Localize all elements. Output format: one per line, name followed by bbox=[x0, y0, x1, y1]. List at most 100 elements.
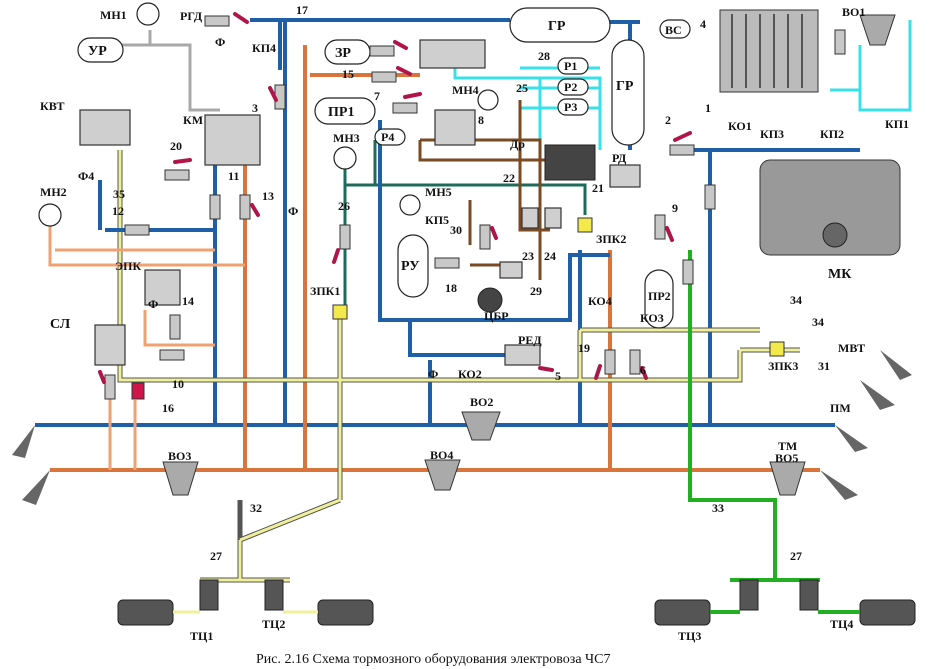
label: 16 bbox=[162, 401, 174, 415]
label: Ф bbox=[215, 35, 225, 49]
label: РГД bbox=[180, 9, 203, 23]
label: 27 bbox=[210, 549, 222, 563]
rd-pressure-regulator bbox=[609, 164, 641, 188]
label: КП3 bbox=[760, 127, 784, 141]
drain-tanks bbox=[162, 14, 896, 496]
label: 12 bbox=[112, 204, 124, 218]
driver-valve-kvt[interactable] bbox=[79, 109, 131, 146]
zpk3-valve bbox=[769, 341, 785, 357]
label: ТЦ2 bbox=[262, 617, 285, 631]
label: МК bbox=[828, 267, 852, 282]
device-zr-valve bbox=[419, 39, 486, 69]
device-8 bbox=[434, 109, 476, 146]
label: МН3 bbox=[333, 131, 360, 145]
label: 17 bbox=[296, 3, 308, 17]
gauge-mn5-icon bbox=[399, 194, 421, 216]
main-reservoir-vertical bbox=[611, 39, 645, 146]
label: ЗПК3 bbox=[768, 359, 798, 373]
red-reducer bbox=[504, 344, 541, 366]
cooler-fins bbox=[731, 14, 803, 88]
label: ЦБР bbox=[484, 309, 509, 323]
label: ТЦ1 bbox=[190, 629, 213, 643]
label: КП2 bbox=[820, 127, 844, 141]
label: 25 bbox=[516, 81, 528, 95]
epk-valve[interactable] bbox=[144, 269, 181, 306]
label: 30 bbox=[450, 223, 462, 237]
pipe-brown bbox=[418, 100, 560, 280]
label: РЕД bbox=[518, 333, 542, 347]
label: ЗР bbox=[335, 46, 351, 61]
label: ТЦ4 bbox=[830, 617, 853, 631]
label: Др bbox=[510, 137, 525, 151]
label: 32 bbox=[250, 501, 262, 515]
label: МН4 bbox=[452, 83, 479, 97]
label: 26 bbox=[338, 199, 350, 213]
cbr-reservoir bbox=[477, 287, 503, 313]
label: 27 bbox=[790, 549, 802, 563]
device-23 bbox=[521, 207, 539, 229]
label: ЭПК bbox=[115, 259, 141, 273]
brake-cylinders bbox=[117, 579, 916, 626]
zpk2-valve bbox=[577, 217, 593, 233]
label: 33 bbox=[712, 501, 724, 515]
cocks[interactable] bbox=[98, 12, 846, 400]
compressor-wheel bbox=[822, 222, 848, 248]
label: 9 bbox=[672, 201, 678, 215]
gauge-mn3-icon bbox=[333, 146, 357, 170]
pipe-ur bbox=[120, 30, 220, 112]
label: Р3 bbox=[564, 100, 577, 114]
label: Ф bbox=[148, 297, 158, 311]
gauge-mn1-icon bbox=[136, 2, 160, 26]
label: СЛ bbox=[50, 317, 71, 332]
label: 31 bbox=[818, 359, 830, 373]
gauge-mn2-icon bbox=[38, 203, 62, 227]
gauge-mn4-icon bbox=[477, 89, 499, 111]
label: ВО1 bbox=[842, 5, 865, 19]
label: 3 bbox=[252, 101, 258, 115]
label: 29 bbox=[530, 284, 542, 298]
label: ЗПК1 bbox=[310, 284, 340, 298]
label: КО2 bbox=[458, 367, 482, 381]
label: УР bbox=[88, 44, 107, 59]
reservoir-pr1 bbox=[314, 97, 376, 125]
reservoir-vs bbox=[659, 19, 691, 39]
label: КВТ bbox=[40, 99, 65, 113]
radiator-cooler bbox=[719, 9, 819, 93]
label: Ф bbox=[428, 367, 438, 381]
label: Ф bbox=[288, 204, 298, 218]
label: ТМ bbox=[778, 439, 797, 453]
label: 4 bbox=[700, 17, 706, 31]
compressor-mk[interactable] bbox=[759, 159, 901, 256]
signal-sl bbox=[94, 324, 126, 366]
label: РД bbox=[612, 151, 627, 165]
driver-crane-km[interactable] bbox=[204, 114, 261, 166]
label: 11 bbox=[228, 169, 239, 183]
label: ПР1 bbox=[328, 105, 354, 120]
label: КП5 bbox=[425, 213, 449, 227]
label: МН5 bbox=[425, 185, 452, 199]
pipe-yellow-outline bbox=[117, 150, 800, 583]
label: 22 bbox=[503, 171, 515, 185]
label: Ф4 bbox=[78, 169, 94, 183]
device-29 bbox=[499, 261, 523, 279]
label: ГР bbox=[616, 79, 634, 94]
label: 23 bbox=[522, 249, 534, 263]
main-reservoir-top bbox=[509, 7, 611, 43]
label: 2 bbox=[665, 113, 671, 127]
brake-cylinder-tc2 bbox=[317, 599, 374, 626]
label: ПМ bbox=[830, 401, 851, 415]
brake-cylinder-tc1 bbox=[117, 599, 174, 626]
label: КО3 bbox=[640, 311, 664, 325]
label: КМ bbox=[183, 113, 203, 127]
reservoir-ur bbox=[77, 37, 124, 63]
end-hoses[interactable] bbox=[12, 350, 912, 505]
label: ПР2 bbox=[648, 289, 671, 303]
label: 34 bbox=[812, 315, 824, 329]
label: РУ bbox=[401, 259, 419, 274]
label: КП1 bbox=[885, 117, 909, 131]
label: Р2 bbox=[564, 80, 577, 94]
label: 28 bbox=[538, 49, 550, 63]
label: КО1 bbox=[728, 119, 752, 133]
label: ВО3 bbox=[168, 449, 191, 463]
